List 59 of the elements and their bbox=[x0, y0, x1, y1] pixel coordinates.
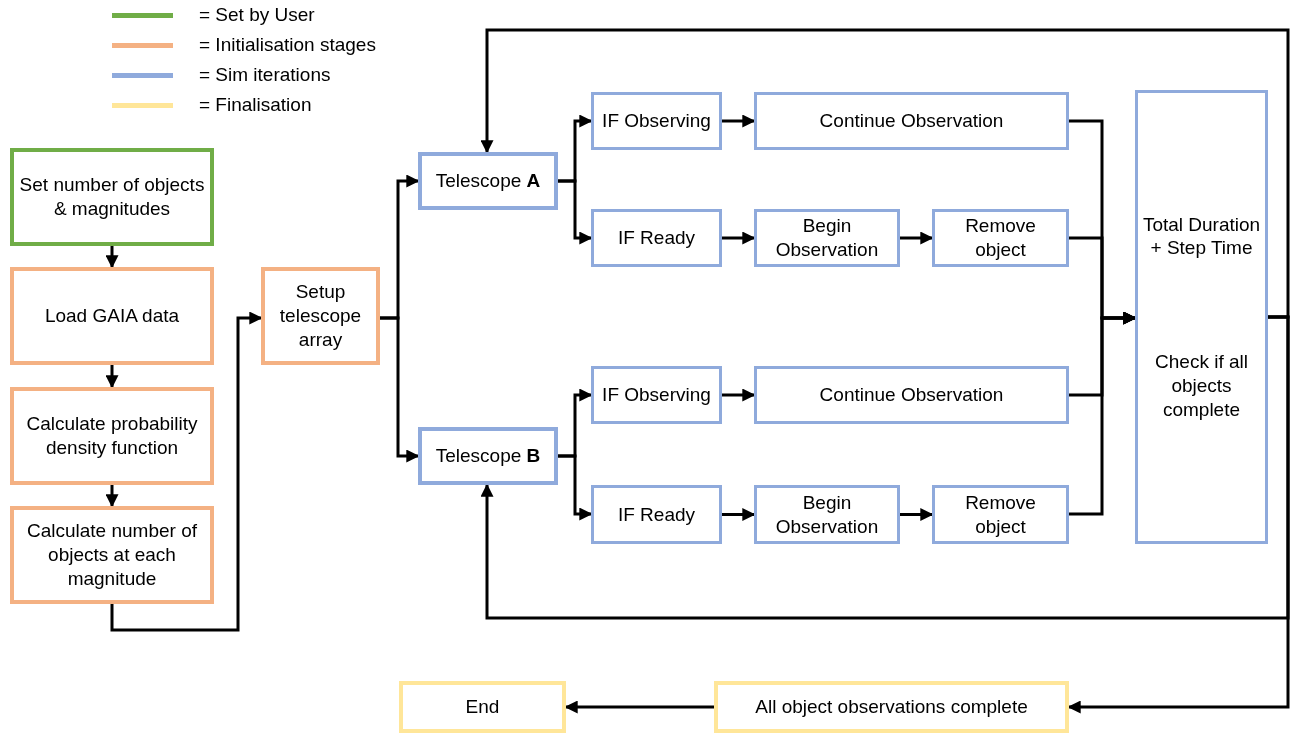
node-text: IF Ready bbox=[617, 226, 696, 250]
arrow bbox=[558, 179, 593, 245]
process-box bbox=[10, 148, 214, 246]
process-box bbox=[754, 92, 1069, 150]
arrow bbox=[722, 508, 756, 521]
process-box bbox=[399, 681, 566, 733]
process-box bbox=[591, 209, 722, 267]
process-box bbox=[10, 267, 214, 365]
node-text: End bbox=[465, 695, 500, 719]
node-text: Continue Observation bbox=[819, 109, 1004, 133]
node-text: Continue Observation bbox=[819, 383, 1004, 407]
arrow bbox=[105, 485, 119, 508]
process-box bbox=[591, 366, 722, 424]
node-text: IF Observing bbox=[602, 383, 711, 407]
node-text: All object observations complete bbox=[755, 695, 1028, 719]
legend-label: = Sim iterations bbox=[199, 64, 331, 86]
node-text: Setup telescope array bbox=[278, 280, 363, 352]
node-text: Calculate probability density function bbox=[25, 412, 199, 460]
arrow bbox=[722, 231, 756, 245]
arrow bbox=[722, 388, 756, 402]
process-box bbox=[754, 366, 1069, 424]
process-box bbox=[418, 427, 558, 485]
node-text: Calculate number of objects at each magnitude bbox=[25, 519, 198, 591]
legend-label: = Initialisation stages bbox=[199, 34, 376, 56]
arrow bbox=[558, 454, 593, 521]
node-text: Set number of objects & magnitudes bbox=[18, 173, 206, 221]
node-text: Total Duration + Step Time bbox=[1142, 212, 1261, 261]
process-box bbox=[932, 209, 1069, 267]
process-box bbox=[418, 152, 558, 210]
process-box bbox=[1135, 90, 1268, 544]
node-text: Load GAIA data bbox=[44, 304, 180, 328]
arrow bbox=[110, 311, 263, 632]
node-text: Begin Observation bbox=[774, 490, 880, 539]
process-box bbox=[261, 267, 380, 365]
arrow bbox=[105, 246, 119, 269]
legend-label: = Finalisation bbox=[199, 94, 312, 116]
arrow bbox=[380, 316, 420, 463]
node-text: Check if all objects complete bbox=[1154, 350, 1249, 422]
process-box bbox=[591, 485, 722, 544]
process-box bbox=[714, 681, 1069, 733]
legend-label: = Set by User bbox=[199, 4, 315, 26]
node-text: Remove object bbox=[964, 490, 1037, 539]
node-text: Telescope A bbox=[435, 169, 541, 193]
arrow bbox=[900, 231, 934, 245]
arrow bbox=[722, 114, 756, 128]
node-text: Telescope B bbox=[435, 444, 541, 468]
arrow bbox=[900, 508, 934, 521]
process-box bbox=[754, 485, 900, 544]
node-text: IF Ready bbox=[617, 502, 696, 527]
arrow bbox=[105, 365, 119, 389]
process-box bbox=[932, 485, 1069, 544]
node-text: Remove object bbox=[964, 214, 1037, 262]
process-box bbox=[591, 92, 722, 150]
node-text: IF Observing bbox=[602, 109, 711, 133]
arrow bbox=[480, 28, 1290, 319]
process-box bbox=[10, 387, 214, 485]
process-box bbox=[10, 506, 214, 604]
process-box bbox=[754, 209, 900, 267]
node-text: Begin Observation bbox=[774, 214, 880, 262]
